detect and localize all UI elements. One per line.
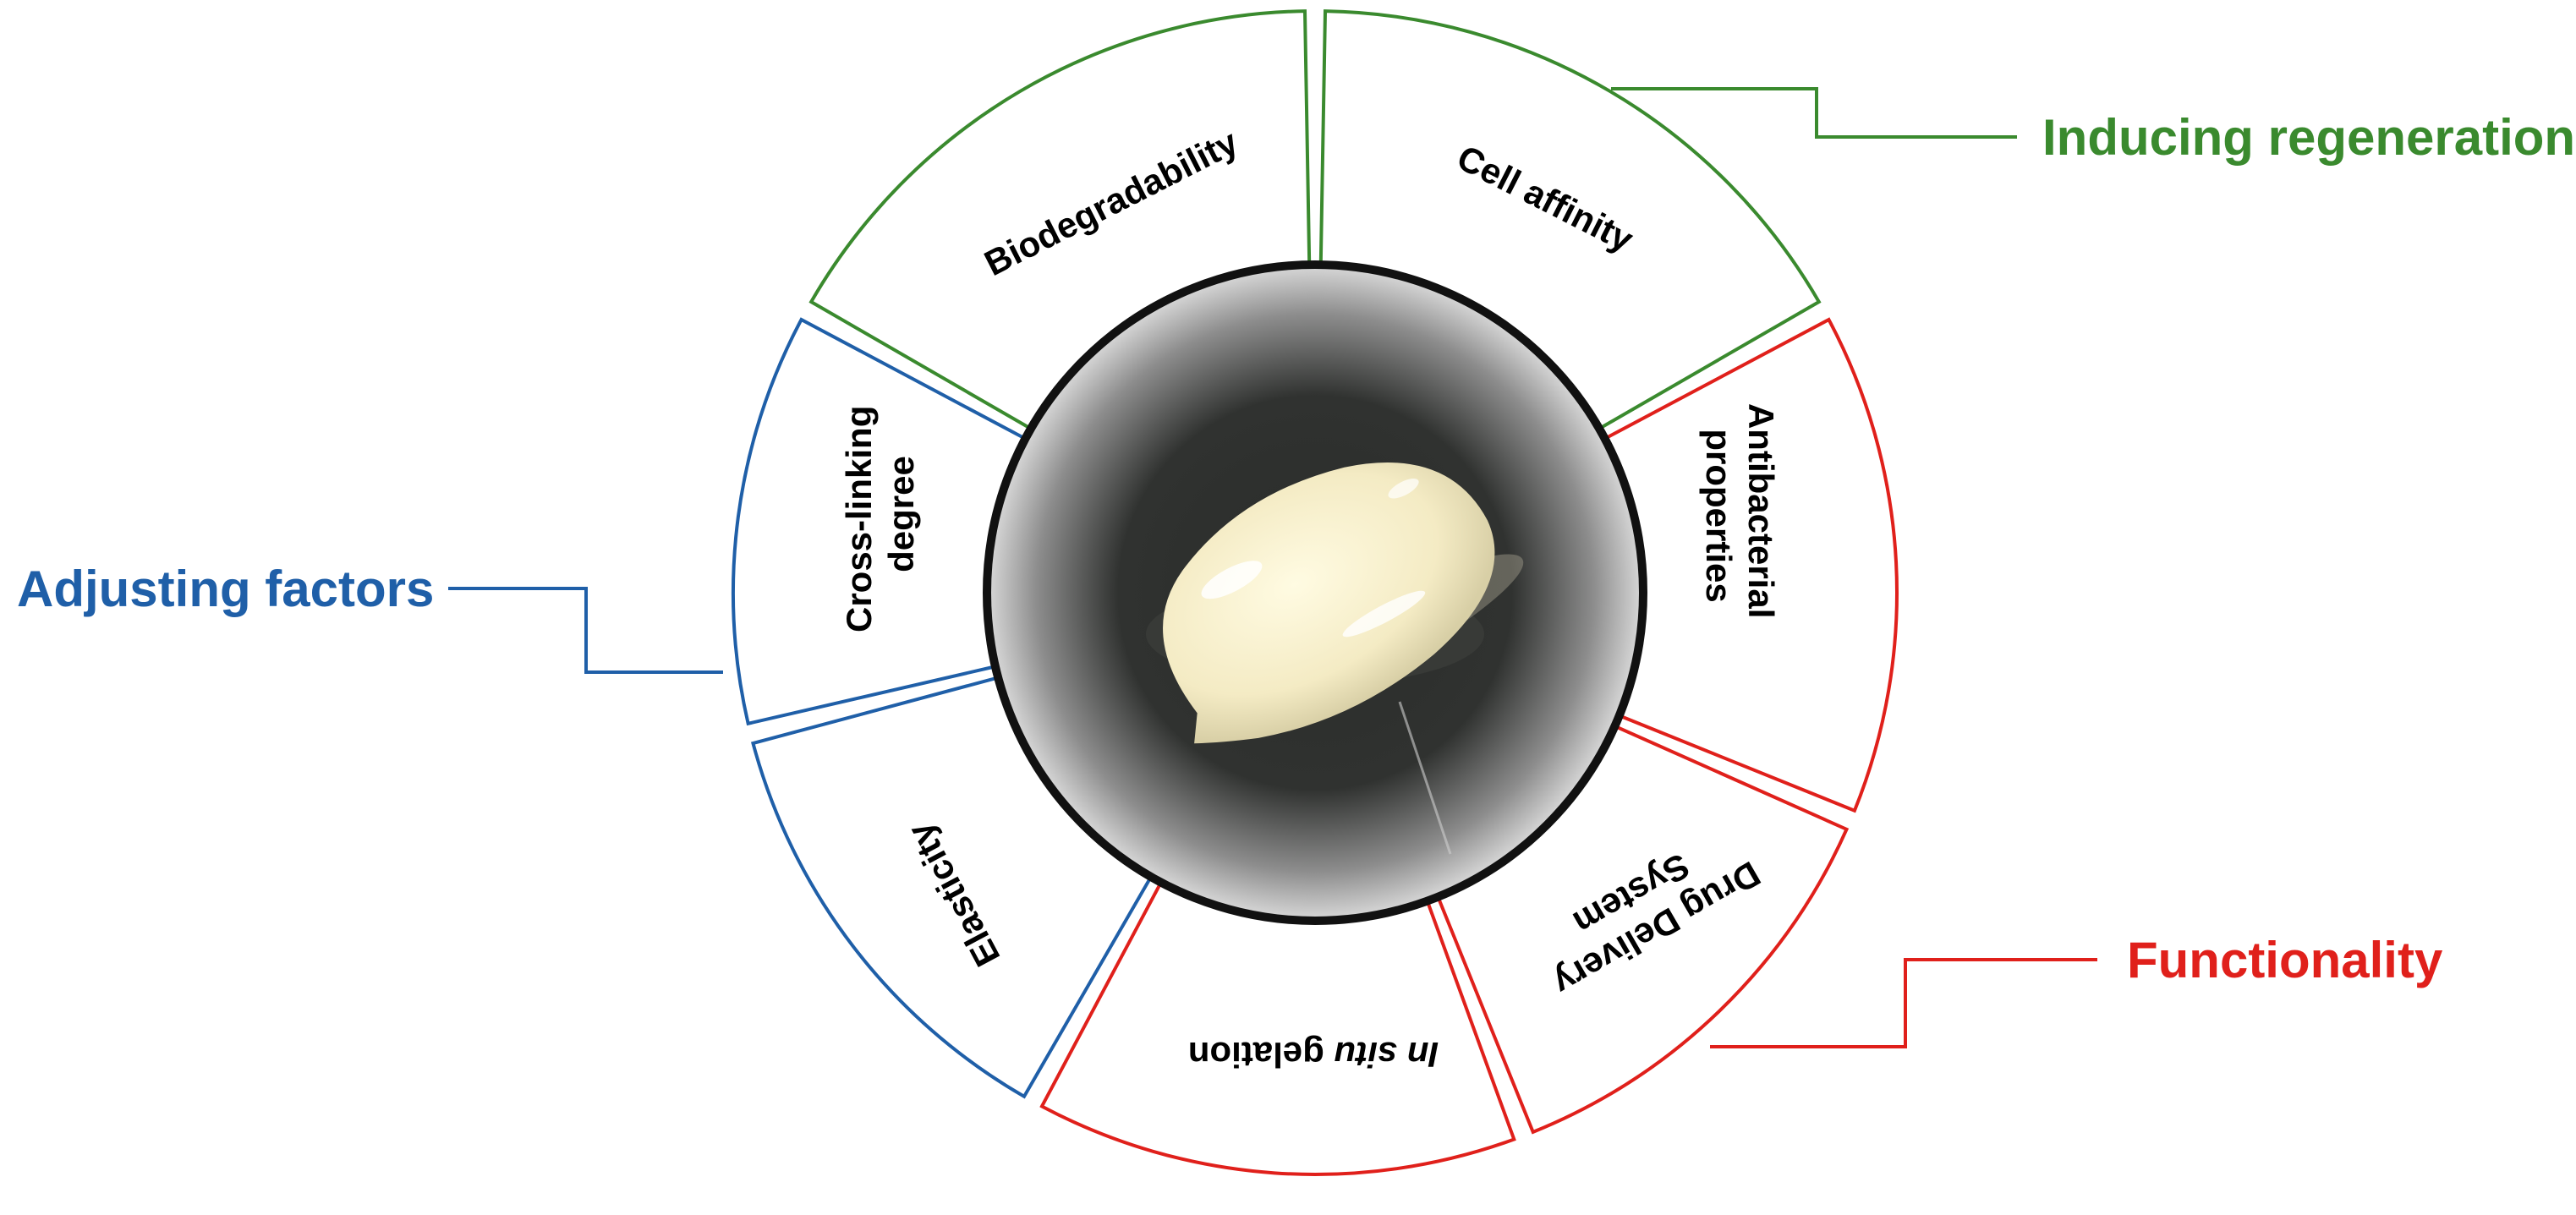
label-in-situ-gelation: In situ gelation xyxy=(1188,1035,1439,1075)
segment-ring xyxy=(732,9,1899,1176)
category-inducing-regeneration: Inducing regeneration xyxy=(2042,109,2575,166)
category-adjusting-factors: Adjusting factors xyxy=(17,561,434,617)
hydrogel-photo xyxy=(983,260,1647,925)
label-antibacterial: Antibacterial properties xyxy=(1699,403,1781,628)
label-crosslinking: Cross-linking degree xyxy=(839,396,921,632)
regeneration-connector xyxy=(1611,87,2017,139)
adjusting-connector xyxy=(448,587,723,674)
category-functionality: Functionality xyxy=(2127,932,2443,988)
functionality-connector xyxy=(1710,958,2097,1048)
